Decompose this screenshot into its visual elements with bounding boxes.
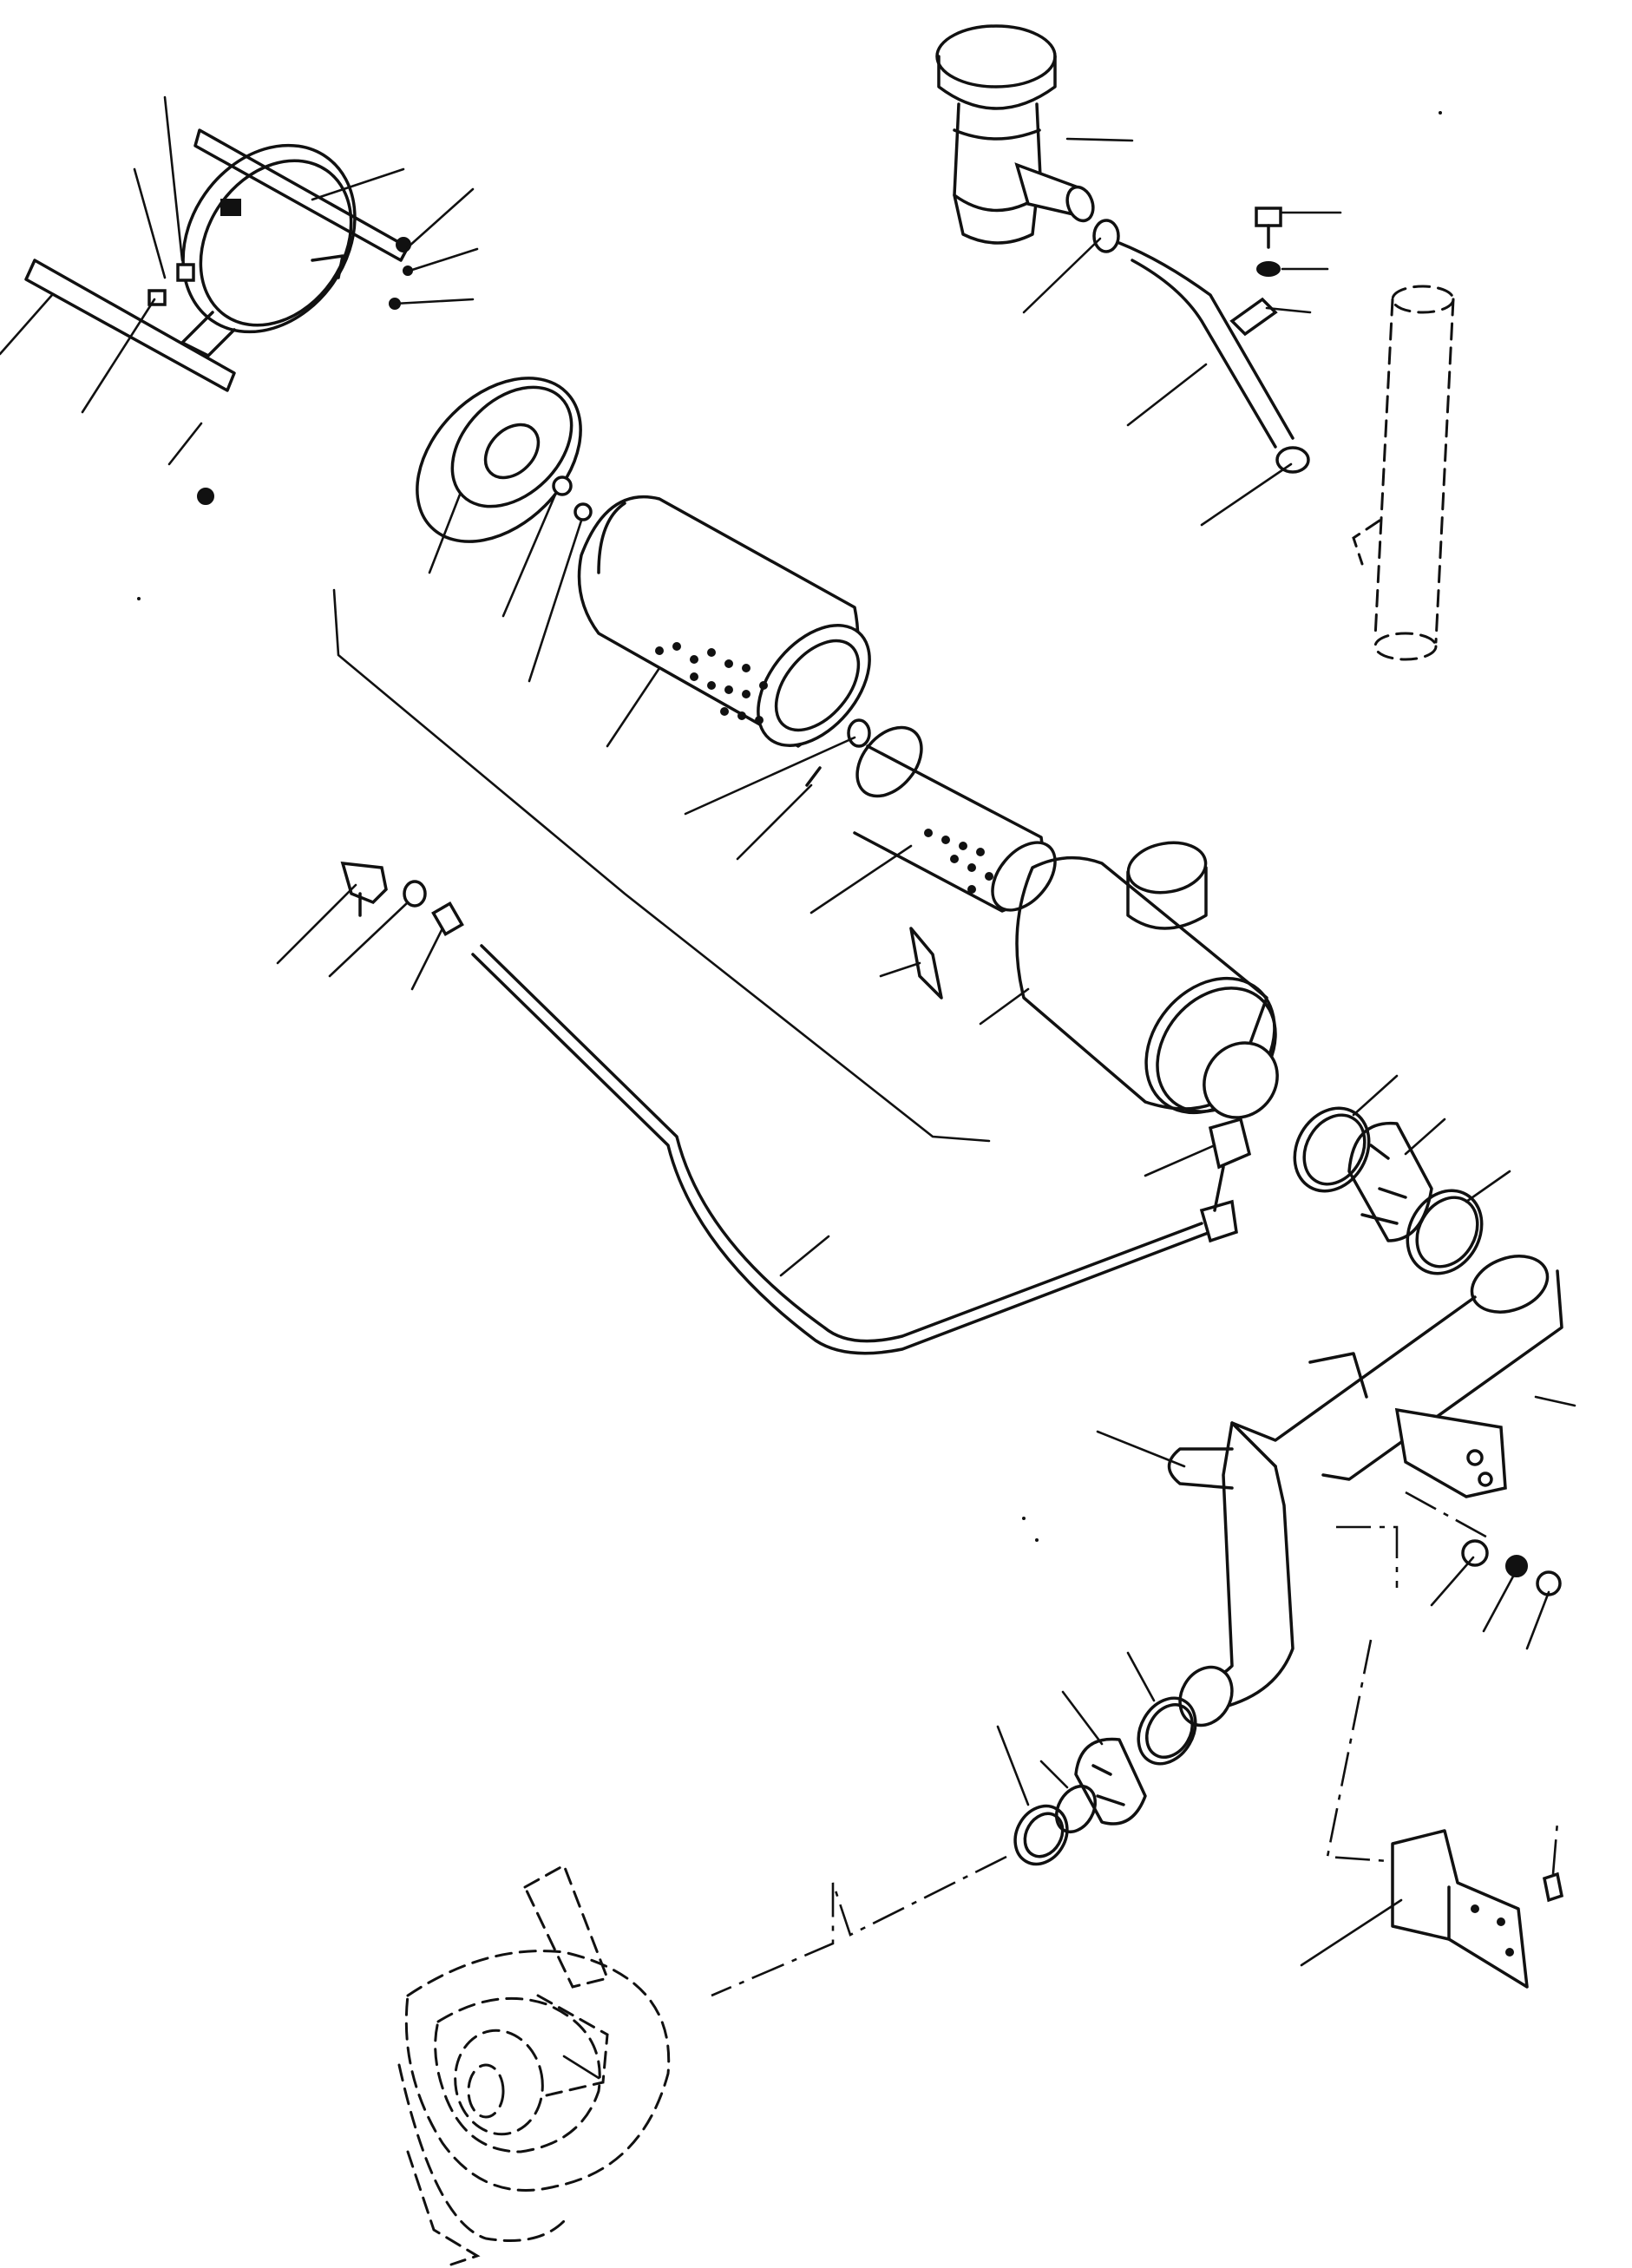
- restriction-indicator-assembly: [276, 861, 1252, 1355]
- primary-filter-element: [577, 495, 871, 748]
- end-cover-assembly: [416, 377, 593, 683]
- intake-pipe: [1096, 1255, 1576, 1727]
- precleaner-assembly: [935, 24, 1134, 245]
- filter-perforations: [655, 642, 768, 724]
- air-cleaner-housing: [879, 841, 1279, 1119]
- support-bracket: [1300, 1525, 1564, 1989]
- safety-perforations: [924, 829, 993, 894]
- mounting-band-assembly: [0, 95, 479, 505]
- dashed-pipe-reference: [1352, 285, 1455, 661]
- turbo-coupling-assembly: [711, 1651, 1197, 1997]
- outlet-coupling-assembly: [1293, 1074, 1511, 1275]
- group-bracket-line: [332, 588, 991, 1143]
- safety-filter-element: [684, 718, 1057, 914]
- turbocharger: [397, 1863, 671, 2266]
- precleaner-hose-assembly: [1022, 206, 1342, 527]
